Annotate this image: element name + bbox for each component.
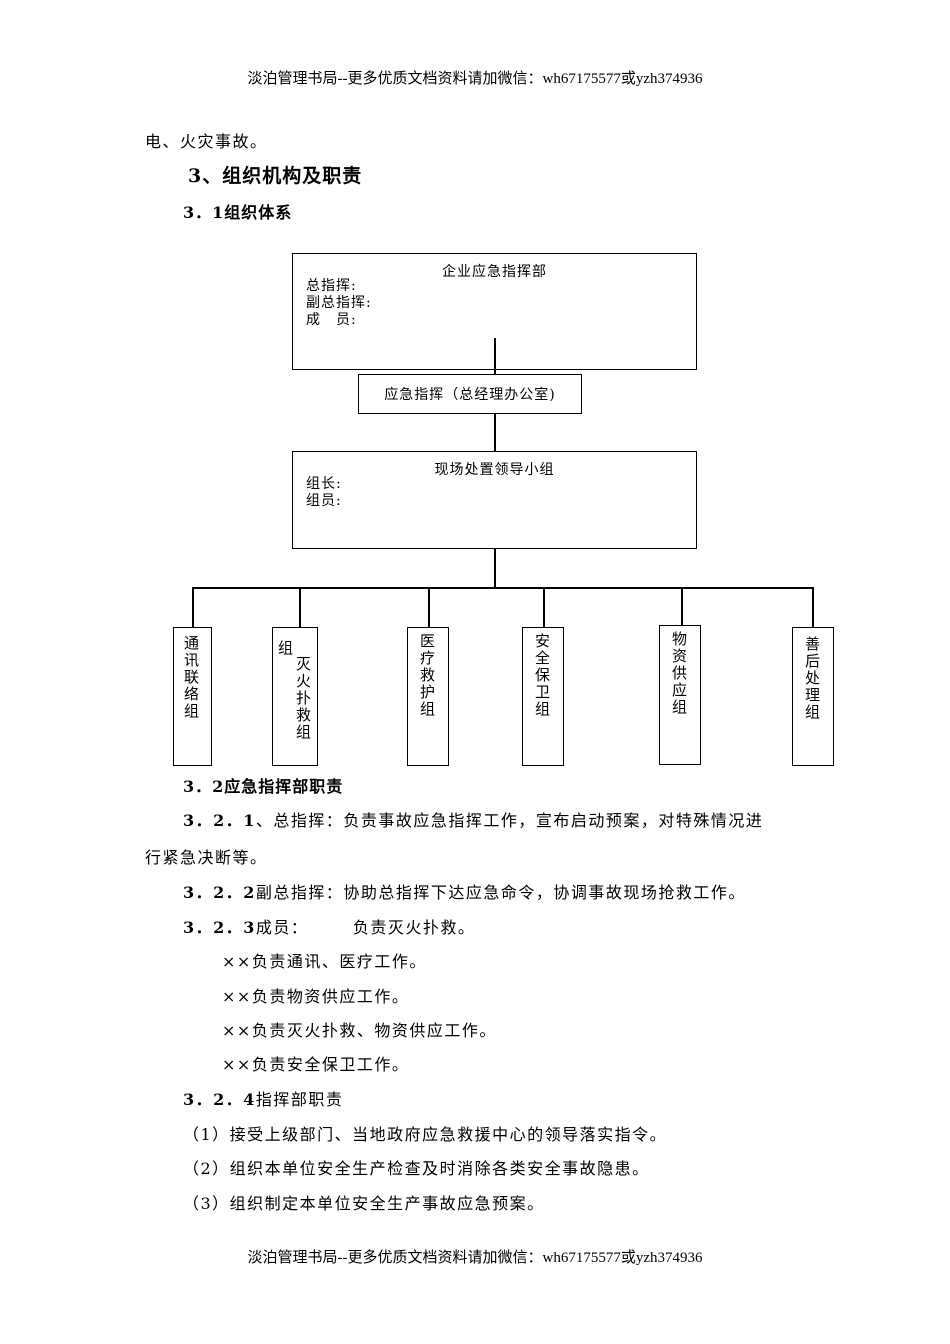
group-box-medical: 医疗救护组	[407, 627, 449, 766]
item-321-number: 3．2．1	[183, 811, 256, 830]
hq-commander-label: 总指挥:	[306, 278, 357, 294]
lead-group-title: 现场处置领导小组	[434, 462, 555, 478]
group-label-firefighting-top: 组	[277, 639, 293, 657]
connector-line	[428, 587, 430, 628]
group-box-aftermath: 善后处理组	[792, 627, 834, 766]
group-label-medical: 医疗救护组	[419, 632, 435, 718]
lead-group-members-label: 组员:	[306, 493, 342, 509]
duty-line: （3）组织制定本单位安全生产事故应急预案。	[183, 1194, 545, 1213]
page-header: 淡泊管理书局--更多优质文档资料请加微信：wh67175577或yzh37493…	[247, 71, 703, 87]
item-322-text: 副总指挥：协助总指挥下达应急命令，协调事故现场抢救工作。	[255, 883, 746, 902]
office-box: 应急指挥（总经理办公室)	[358, 374, 582, 414]
office-box-label: 应急指挥（总经理办公室)	[384, 387, 556, 403]
item-324: 3．2．4指挥部职责	[183, 1086, 343, 1110]
connector-line	[681, 587, 683, 627]
item-321: 3．2．1、总指挥：负责事故应急指挥工作，宣布启动预案，对特殊情况进	[183, 807, 763, 831]
item-321-text: 、总指挥：负责事故应急指挥工作，宣布启动预案，对特殊情况进	[255, 811, 764, 830]
group-box-firefighting: 组 灭火扑救组	[272, 627, 318, 766]
member-line: ××负责通讯、医疗工作。	[222, 952, 427, 971]
duty-line: （1）接受上级部门、当地政府应急救援中心的领导落实指令。	[183, 1125, 668, 1144]
hq-deputy-label: 副总指挥:	[306, 295, 372, 311]
member-line: ××负责灭火扑救、物资供应工作。	[222, 1021, 497, 1040]
group-label-supplies: 物资供应组	[671, 630, 687, 716]
item-322: 3．2．2副总指挥：协助总指挥下达应急命令，协调事故现场抢救工作。	[183, 879, 746, 903]
item-323: 3．2．3成员： 负责灭火扑救。	[183, 914, 475, 938]
group-box-security: 安全保卫组	[522, 627, 564, 766]
connector-line	[494, 548, 496, 588]
subsection-title-duties: 3．2应急指挥部职责	[183, 777, 344, 796]
group-box-supplies: 物资供应组	[659, 625, 701, 765]
connector-line	[192, 587, 194, 628]
hq-members-label: 成 员:	[306, 312, 357, 328]
intro-tail: 电、火灾事故。	[145, 132, 268, 151]
item-323-text: 成员： 负责灭火扑救。	[255, 918, 476, 937]
item-323-number: 3．2．3	[183, 918, 256, 937]
item-322-number: 3．2．2	[183, 883, 256, 902]
lead-group-box: 现场处置领导小组 组长: 组员:	[292, 451, 697, 549]
connector-line	[494, 413, 496, 452]
subsection-title-org: 3．1组织体系	[183, 203, 293, 222]
item-324-text: 指挥部职责	[255, 1090, 344, 1109]
member-line: ××负责物资供应工作。	[222, 987, 410, 1006]
group-label-firefighting: 灭火扑救组	[295, 655, 311, 741]
connector-line	[299, 587, 301, 628]
page-footer: 淡泊管理书局--更多优质文档资料请加微信：wh67175577或yzh37493…	[247, 1250, 703, 1266]
lead-group-leader-label: 组长:	[306, 476, 342, 492]
member-line: ××负责安全保卫工作。	[222, 1055, 410, 1074]
duty-line: （2）组织本单位安全生产检查及时消除各类安全事故隐患。	[183, 1159, 650, 1178]
hq-box-title: 企业应急指挥部	[442, 264, 547, 280]
group-label-aftermath: 善后处理组	[804, 635, 820, 721]
connector-line	[543, 587, 545, 628]
group-box-communication: 通讯联络组	[173, 627, 212, 766]
branch-line	[192, 587, 812, 589]
item-321-continuation: 行紧急决断等。	[145, 848, 268, 867]
group-label-communication: 通讯联络组	[183, 634, 199, 720]
connector-line	[812, 587, 814, 628]
connector-line	[494, 338, 496, 376]
section-title: 3、组织机构及职责	[188, 165, 363, 187]
group-label-security: 安全保卫组	[534, 632, 550, 718]
item-324-number: 3．2．4	[183, 1090, 256, 1109]
